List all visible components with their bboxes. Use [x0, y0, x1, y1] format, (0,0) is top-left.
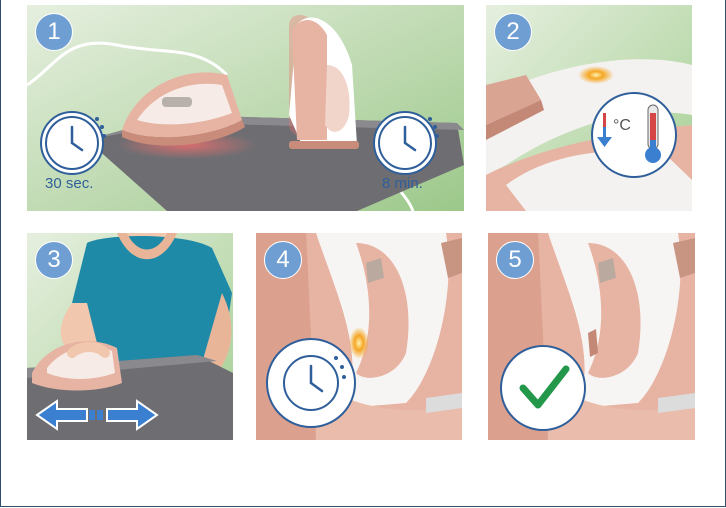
- checkmark-icon: [501, 346, 585, 430]
- step-3-panel: 3: [27, 233, 233, 440]
- time-label-long: 8 min.: [382, 175, 423, 192]
- step-4-panel: 4: [256, 233, 462, 440]
- step-5-panel: 5: [488, 233, 695, 440]
- step-1-panel: 1 30 sec. 8 min.: [27, 5, 464, 211]
- step-number-badge: 4: [264, 241, 302, 279]
- step-number-badge: 3: [35, 241, 73, 279]
- temperature-unit: °C: [613, 117, 631, 135]
- time-label-short: 30 sec.: [45, 175, 93, 192]
- clock-icon: [267, 339, 355, 427]
- step-number-badge: 1: [35, 13, 73, 51]
- step-number-badge: 2: [494, 13, 532, 51]
- step-number-badge: 5: [496, 241, 534, 279]
- step-2-panel: °C 2: [486, 5, 692, 211]
